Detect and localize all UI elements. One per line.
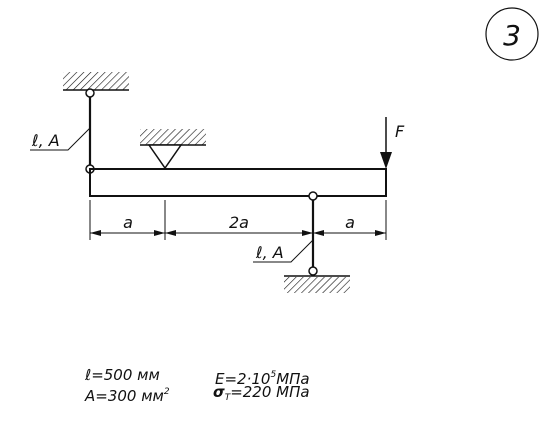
problem-number-badge: 3 (485, 7, 539, 61)
dim-arrow-6 (375, 230, 386, 236)
param-yield-stress: σT=220 МПа (213, 383, 310, 407)
force-arrow: F (380, 117, 405, 169)
param-modulus-text: E=2·10 (215, 370, 271, 388)
param-modulus-unit: МПа (276, 370, 310, 388)
top-ceiling-hatch (63, 72, 129, 90)
top-rod-upper-hinge (85, 88, 95, 98)
bottom-ground-hatch (284, 277, 350, 293)
dim-arrow-3 (165, 230, 176, 236)
param-sigma-symbol: σ (213, 383, 225, 401)
bottom-rod-label: ℓ, A (255, 243, 284, 262)
top-ceiling-support (63, 72, 129, 91)
param-length: ℓ=500 мм (85, 366, 160, 384)
param-area: A=300 мм2 (85, 383, 170, 405)
dim-arrow-5 (313, 230, 324, 236)
bottom-ground-support (284, 275, 350, 293)
problem-number: 3 (503, 19, 521, 52)
dim-arrow-2 (154, 230, 165, 236)
dim-arrow-1 (90, 230, 101, 236)
param-modulus-exponent: 5 (270, 370, 277, 380)
dim-label-middle: 2a (229, 213, 249, 232)
pin-support-hatch (140, 129, 206, 145)
param-area-text: A=300 мм (85, 387, 164, 405)
dimensions (89, 200, 387, 240)
param-area-exponent: 2 (163, 387, 170, 397)
dim-label-left: a (123, 213, 133, 232)
dim-arrow-4 (302, 230, 313, 236)
bottom-rod-leader (253, 239, 314, 263)
dim-label-right: a (345, 213, 355, 232)
param-modulus: E=2·105МПа (215, 366, 310, 388)
dimension-arrows (90, 230, 386, 236)
beam (89, 168, 387, 197)
problem-number-circle (485, 7, 539, 61)
top-rod-leader (30, 127, 91, 151)
param-sigma-value: =220 МПа (230, 383, 310, 401)
bottom-rod-lower-hinge (308, 266, 318, 276)
pin-support (140, 129, 206, 170)
top-rod-label: ℓ, A (31, 131, 60, 150)
force-arrow-head (380, 152, 392, 169)
param-sigma-subscript: T (224, 393, 231, 403)
bottom-rod-upper-hinge (308, 191, 318, 201)
force-label: F (395, 122, 405, 141)
pin-support-triangle (147, 144, 183, 170)
